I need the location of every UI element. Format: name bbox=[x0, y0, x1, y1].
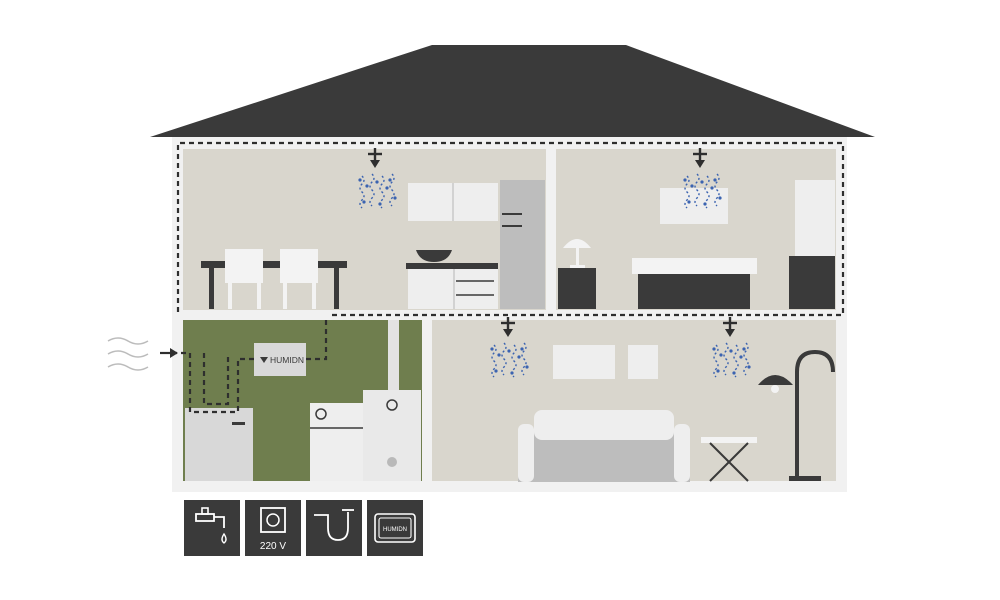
voltage-label: 220 V bbox=[260, 541, 286, 552]
power-socket-icon: 220 V bbox=[245, 500, 301, 556]
kitchen-counter bbox=[406, 263, 498, 309]
control-panel-brand: HUMIDN bbox=[383, 527, 407, 533]
outside-air-waves bbox=[107, 337, 149, 371]
wall-picture bbox=[628, 345, 658, 379]
water-heater bbox=[363, 390, 421, 481]
wardrobe bbox=[789, 180, 835, 309]
side-table bbox=[701, 437, 757, 482]
refrigerator bbox=[500, 180, 545, 309]
sink-bowl bbox=[416, 250, 452, 262]
dining-chair bbox=[225, 249, 263, 309]
boiler-cabinet bbox=[185, 408, 253, 481]
bedside-table bbox=[558, 268, 596, 309]
water-tap-icon bbox=[184, 500, 240, 556]
dining-table bbox=[201, 261, 347, 309]
kitchen-wall-cabinets bbox=[408, 183, 498, 221]
washing-machine bbox=[310, 403, 364, 481]
humidifier-unit: HUMIDN bbox=[254, 343, 306, 376]
dining-chair bbox=[280, 249, 318, 309]
wall-picture bbox=[553, 345, 615, 379]
floor-lamp bbox=[758, 349, 835, 481]
control-panel-icon: HUMIDN bbox=[367, 500, 423, 556]
air-intake-arrow bbox=[160, 348, 178, 358]
drain-pipe-icon bbox=[306, 500, 362, 556]
humidifier-brand: HUMIDN bbox=[270, 355, 304, 365]
table-lamp bbox=[563, 239, 591, 268]
air-duct-network bbox=[172, 141, 845, 414]
cabinet-handle bbox=[232, 422, 245, 425]
roof bbox=[150, 45, 875, 137]
bed bbox=[632, 258, 757, 309]
wall-picture bbox=[660, 188, 728, 224]
sofa bbox=[518, 410, 690, 482]
